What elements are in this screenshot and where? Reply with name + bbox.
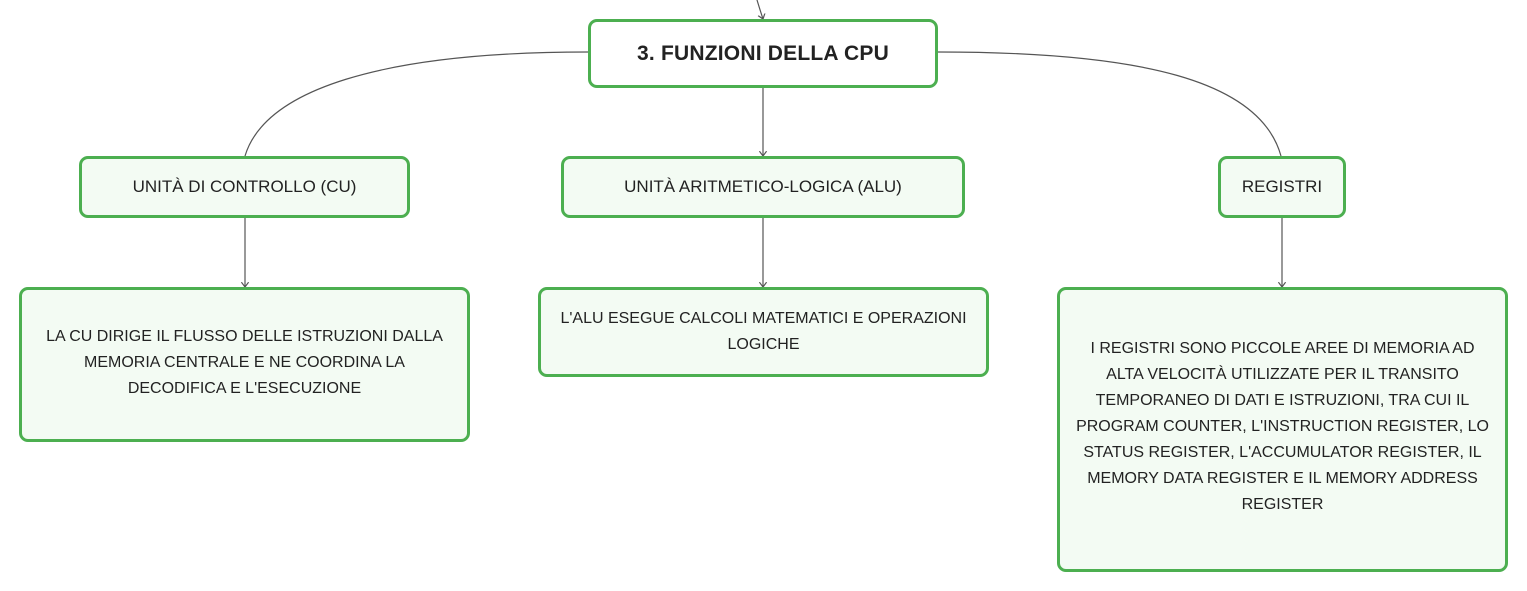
topic-label-registri: REGISTRI (1241, 177, 1323, 196)
topic-node-registri[interactable]: REGISTRI (1218, 156, 1346, 218)
detail-text-alu: L'ALU ESEGUE CALCOLI MATEMATICI E OPERAZ… (560, 310, 967, 353)
detail-text-cu: LA CU DIRIGE IL FLUSSO DELLE ISTRUZIONI … (46, 328, 443, 397)
detail-text-registri: I REGISTRI SONO PICCOLE AREE DI MEMORIA … (1076, 340, 1489, 513)
root-label: 3. FUNZIONI DELLA CPU (637, 41, 889, 65)
topic-node-cu[interactable]: UNITÀ DI CONTROLLO (CU) (79, 156, 410, 218)
connector-root-registri (937, 51, 1282, 157)
connector-root-cu (244, 51, 589, 157)
connector-incoming (756, 0, 763, 19)
root-node[interactable]: 3. FUNZIONI DELLA CPU (588, 19, 938, 88)
detail-node-cu[interactable]: LA CU DIRIGE IL FLUSSO DELLE ISTRUZIONI … (19, 287, 470, 442)
topic-label-alu: UNITÀ ARITMETICO-LOGICA (ALU) (624, 177, 902, 196)
topic-label-cu: UNITÀ DI CONTROLLO (CU) (132, 177, 357, 196)
topic-node-alu[interactable]: UNITÀ ARITMETICO-LOGICA (ALU) (561, 156, 965, 218)
detail-node-registri[interactable]: I REGISTRI SONO PICCOLE AREE DI MEMORIA … (1057, 287, 1508, 572)
detail-node-alu[interactable]: L'ALU ESEGUE CALCOLI MATEMATICI E OPERAZ… (538, 287, 989, 377)
